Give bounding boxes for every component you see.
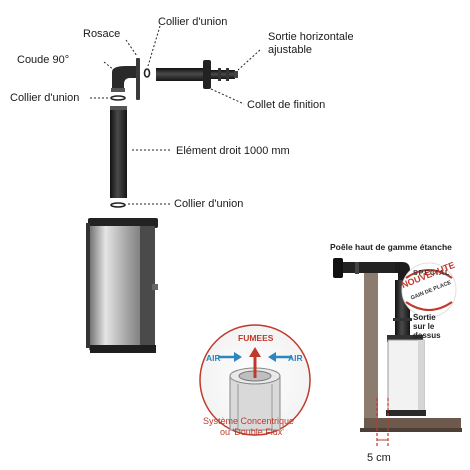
coupling-collar-bottom bbox=[110, 202, 126, 208]
label-collier-left: Collier d'union bbox=[10, 92, 80, 104]
flux-caption-line1: Système Concentrique bbox=[203, 416, 295, 426]
label-coude: Coude 90° bbox=[17, 54, 70, 66]
concentric-flux-diagram bbox=[199, 324, 311, 436]
special-badge bbox=[401, 262, 457, 318]
flux-air-left-label: AIR bbox=[206, 353, 221, 363]
flux-air-right-label: AIR bbox=[288, 353, 303, 363]
coupling-collar-top bbox=[143, 68, 151, 78]
flux-fumees-label: FUMEES bbox=[238, 333, 274, 343]
label-collier-top: Collier d'union bbox=[158, 16, 228, 28]
label-sortie-line1: Sortie horizontale bbox=[268, 31, 354, 43]
flux-caption-line2: ou 'Double Flux' bbox=[220, 427, 284, 437]
badge-line1: SPECIAL bbox=[413, 270, 451, 277]
coupling-collar-left bbox=[110, 95, 126, 101]
stove-illustration bbox=[86, 218, 158, 353]
inset-sortie-line1: Sortie bbox=[413, 313, 436, 322]
label-sortie-line2: ajustable bbox=[268, 44, 313, 56]
flue-kit bbox=[86, 25, 261, 353]
label-collet: Collet de finition bbox=[247, 99, 326, 111]
inset-title: Poêle haut de gamme étanche bbox=[330, 242, 452, 252]
straight-pipe-element bbox=[110, 106, 127, 198]
leader-lines bbox=[90, 25, 261, 205]
installation-inset bbox=[333, 258, 462, 446]
label-rosace: Rosace bbox=[83, 28, 121, 40]
inset-sortie-line3: dessus bbox=[413, 331, 441, 340]
inset-distance-label: 5 cm bbox=[367, 452, 391, 464]
horizontal-outlet-part bbox=[156, 60, 238, 89]
label-collier-bottom: Collier d'union bbox=[174, 198, 244, 210]
elbow-90-part bbox=[111, 66, 136, 92]
inset-sortie-line2: sur le bbox=[413, 322, 435, 331]
label-element: Elément droit 1000 mm bbox=[176, 145, 290, 157]
rosace-part bbox=[136, 58, 140, 100]
